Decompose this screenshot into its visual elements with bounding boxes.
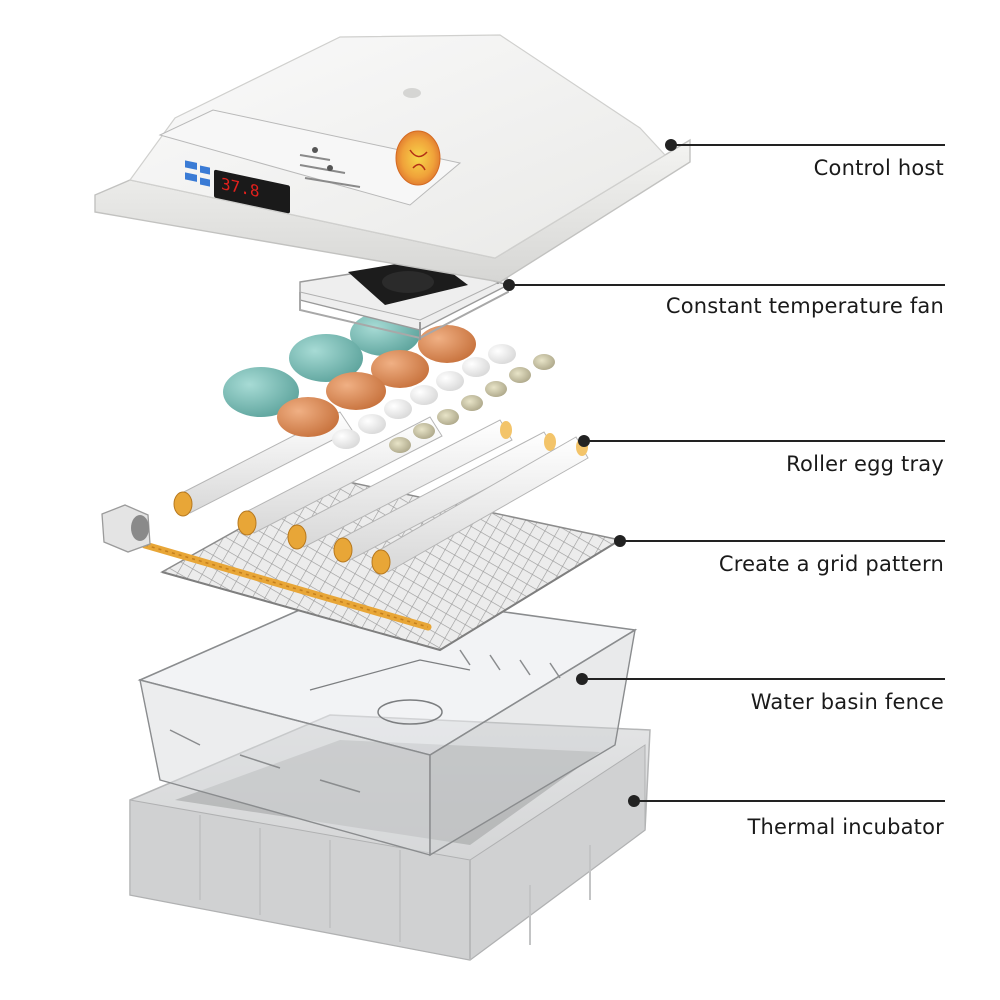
- egg-brown: [371, 350, 429, 388]
- roller-drive-bar: [101, 504, 432, 631]
- egg-white: [384, 399, 412, 419]
- leader-fan: [503, 279, 945, 291]
- egg-quail: [413, 423, 435, 439]
- egg-white: [410, 385, 438, 405]
- panel-button: [200, 177, 210, 187]
- label-thermal-incubator: Thermal incubator: [747, 815, 944, 839]
- egg-teal: [289, 334, 363, 382]
- leader-grid: [614, 535, 945, 547]
- leader-lines: [503, 139, 945, 807]
- egg-candling-icon: [395, 130, 441, 186]
- label-constant-temperature-fan: Constant temperature fan: [665, 294, 944, 318]
- panel-button: [185, 172, 197, 182]
- egg-quail: [461, 395, 483, 411]
- label-control-host: Control host: [813, 156, 944, 180]
- egg-teal: [223, 367, 299, 417]
- roller-3: [287, 419, 513, 550]
- panel-button: [185, 160, 197, 170]
- leader-incubator: [628, 795, 945, 807]
- egg-white: [358, 414, 386, 434]
- leader-water-basin: [576, 673, 945, 685]
- egg-quail: [533, 354, 555, 370]
- label-roller-egg-tray: Roller egg tray: [786, 452, 944, 476]
- roller-5: [371, 436, 589, 575]
- control-host: 37.8: [94, 34, 691, 283]
- egg-brown: [277, 397, 339, 437]
- water-basin-fence: [137, 589, 638, 857]
- egg-white: [332, 429, 360, 449]
- egg-brown: [326, 372, 386, 410]
- roller-egg-tray: [173, 411, 589, 575]
- temperature-display: [214, 169, 290, 214]
- egg-quail: [509, 367, 531, 383]
- egg-white: [462, 357, 490, 377]
- egg-quail: [437, 409, 459, 425]
- egg-quail: [485, 381, 507, 397]
- egg-white: [488, 344, 516, 364]
- egg-quail: [389, 437, 411, 453]
- egg-white: [436, 371, 464, 391]
- leader-roller-tray: [578, 435, 945, 447]
- roller-1: [173, 411, 353, 517]
- egg-brown: [418, 325, 476, 363]
- constant-temperature-fan: [299, 257, 510, 340]
- label-water-basin-fence: Water basin fence: [750, 690, 944, 714]
- eggs: [223, 312, 555, 453]
- lid-vent-hole: [403, 88, 421, 98]
- panel-button: [200, 165, 210, 175]
- leader-control-host: [665, 139, 945, 151]
- label-grid-pattern: Create a grid pattern: [718, 552, 944, 576]
